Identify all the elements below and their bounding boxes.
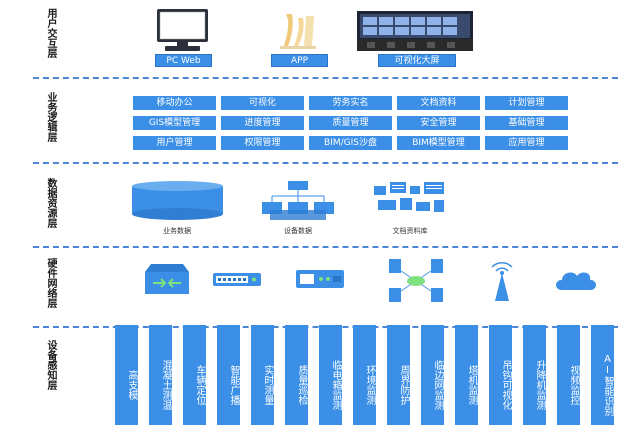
biz-module[interactable]: 安全管理 [397, 116, 480, 130]
pc-monitor-icon [155, 8, 210, 57]
biz-module[interactable]: 劳务实名 [309, 96, 392, 110]
sensor-device[interactable]: 智能广播 [217, 325, 240, 425]
pc-web-label[interactable]: PC Web [155, 54, 212, 67]
sensor-device[interactable]: 周界防护 [387, 325, 410, 425]
biz-module[interactable]: 基础管理 [485, 116, 568, 130]
sensor-device[interactable]: 高支模 [115, 325, 138, 425]
device-data-stack-icon [258, 180, 338, 226]
biz-module[interactable]: 用户管理 [133, 136, 216, 150]
biz-module[interactable]: BIM/GIS沙盘 [309, 136, 392, 150]
server-switch-icon [143, 262, 191, 302]
layer-divider [33, 162, 618, 164]
layer-divider [33, 77, 618, 79]
cloud-icon [552, 266, 600, 296]
sensor-device[interactable]: 塔机监测 [455, 325, 478, 425]
biz-module[interactable]: 可视化 [221, 96, 304, 110]
biz-module[interactable]: BIM模型管理 [397, 136, 480, 150]
database-cylinder-icon [130, 180, 225, 226]
business-data-caption: 业务数据 [163, 227, 191, 235]
biz-module[interactable]: 文档资料 [397, 96, 480, 110]
sensor-device[interactable]: 临边网监测 [421, 325, 444, 425]
biz-module[interactable]: 计划管理 [485, 96, 568, 110]
sensor-device[interactable]: 临电箱监测 [319, 325, 342, 425]
layer-title-business: 业务逻辑层 [45, 92, 56, 142]
layer-title-data: 数据资源层 [45, 178, 56, 228]
sensor-device[interactable]: 吊钩可视化 [489, 325, 512, 425]
sensor-device[interactable]: 混凝土测温 [149, 325, 172, 425]
device-data-caption: 设备数据 [284, 227, 312, 235]
document-library-caption: 文档资料库 [392, 227, 428, 235]
document-library-icon [372, 180, 448, 224]
layer-title-sensor: 设备感知层 [45, 340, 56, 390]
network-topology-icon [385, 257, 447, 307]
sensor-device[interactable]: 实时测量 [251, 325, 274, 425]
biz-module[interactable]: 质量管理 [309, 116, 392, 130]
visual-screen-label[interactable]: 可视化大屏 [378, 54, 456, 67]
sensor-device[interactable]: 环境监测 [353, 325, 376, 425]
antenna-icon [484, 257, 520, 307]
sensor-device[interactable]: 升降机监测 [523, 325, 546, 425]
biz-module[interactable]: 移动办公 [133, 96, 216, 110]
biz-module[interactable]: GIS模型管理 [133, 116, 216, 130]
sensor-device[interactable]: 车辆定位 [183, 325, 206, 425]
layer-divider [33, 246, 618, 248]
network-switch-icon [212, 270, 262, 292]
sensor-device[interactable]: 视频监控 [557, 325, 580, 425]
biz-module[interactable]: 进度管理 [221, 116, 304, 130]
app-logo-icon [278, 12, 318, 54]
router-icon [295, 268, 345, 294]
big-screen-icon [357, 11, 473, 55]
biz-module[interactable]: 权限管理 [221, 136, 304, 150]
layer-title-user: 用户交互层 [45, 8, 56, 58]
sensor-device[interactable]: AI智能识别 [591, 325, 614, 425]
app-label[interactable]: APP [271, 54, 328, 67]
biz-module[interactable]: 应用管理 [485, 136, 568, 150]
layer-title-hardware: 硬件网络层 [45, 258, 56, 308]
sensor-device[interactable]: 质量巡检 [285, 325, 308, 425]
